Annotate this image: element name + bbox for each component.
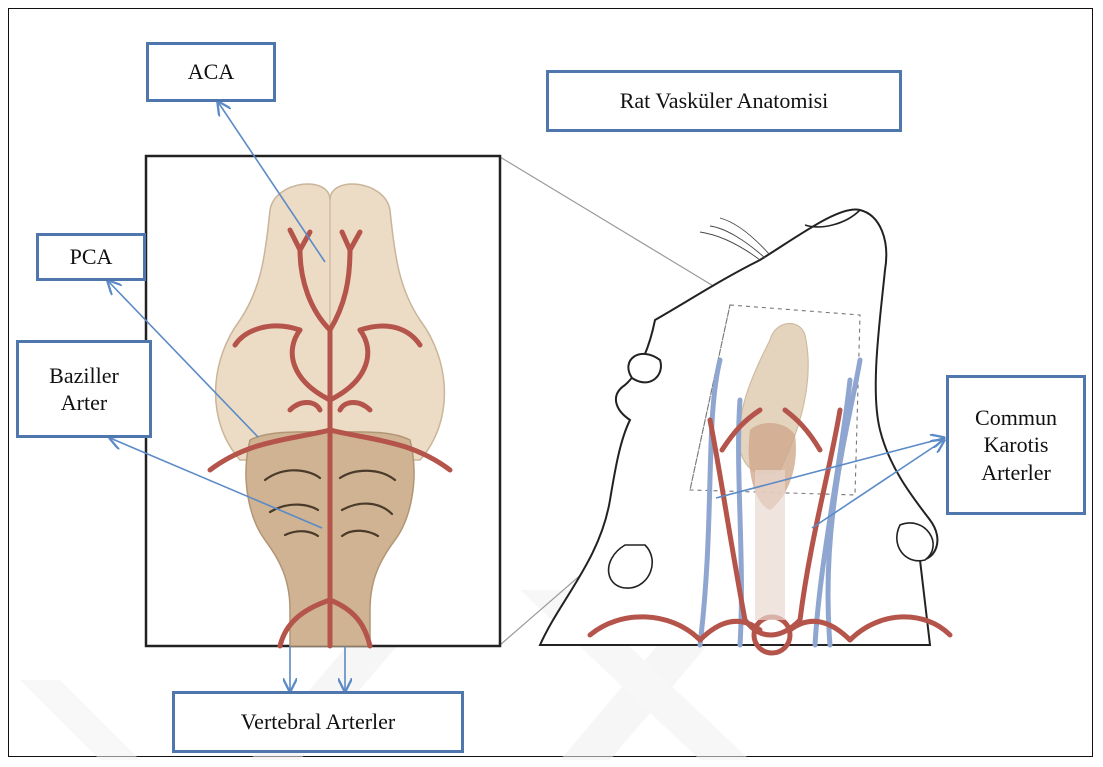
commun-line-2: Karotis — [984, 431, 1049, 459]
vertebral-text: Vertebral Arterler — [241, 708, 396, 736]
brain-panel — [146, 156, 500, 646]
pca-text: PCA — [70, 243, 113, 271]
commun-line-1: Commun — [975, 404, 1057, 432]
baziller-line-2: Arter — [61, 389, 107, 417]
vertebral-arterler-label: Vertebral Arterler — [172, 691, 464, 753]
diagram-title: Rat Vasküler Anatomisi — [546, 70, 902, 132]
commun-karotis-label: Commun Karotis Arterler — [946, 375, 1086, 515]
commun-line-3: Arterler — [981, 459, 1051, 487]
diagram-title-text: Rat Vasküler Anatomisi — [620, 87, 829, 115]
rat-illustration — [540, 209, 950, 653]
baziller-line-1: Baziller — [49, 362, 119, 390]
aca-text: ACA — [188, 58, 234, 86]
aca-label: ACA — [146, 42, 276, 102]
baziller-arter-label: Baziller Arter — [16, 340, 152, 438]
pca-label: PCA — [36, 233, 146, 281]
